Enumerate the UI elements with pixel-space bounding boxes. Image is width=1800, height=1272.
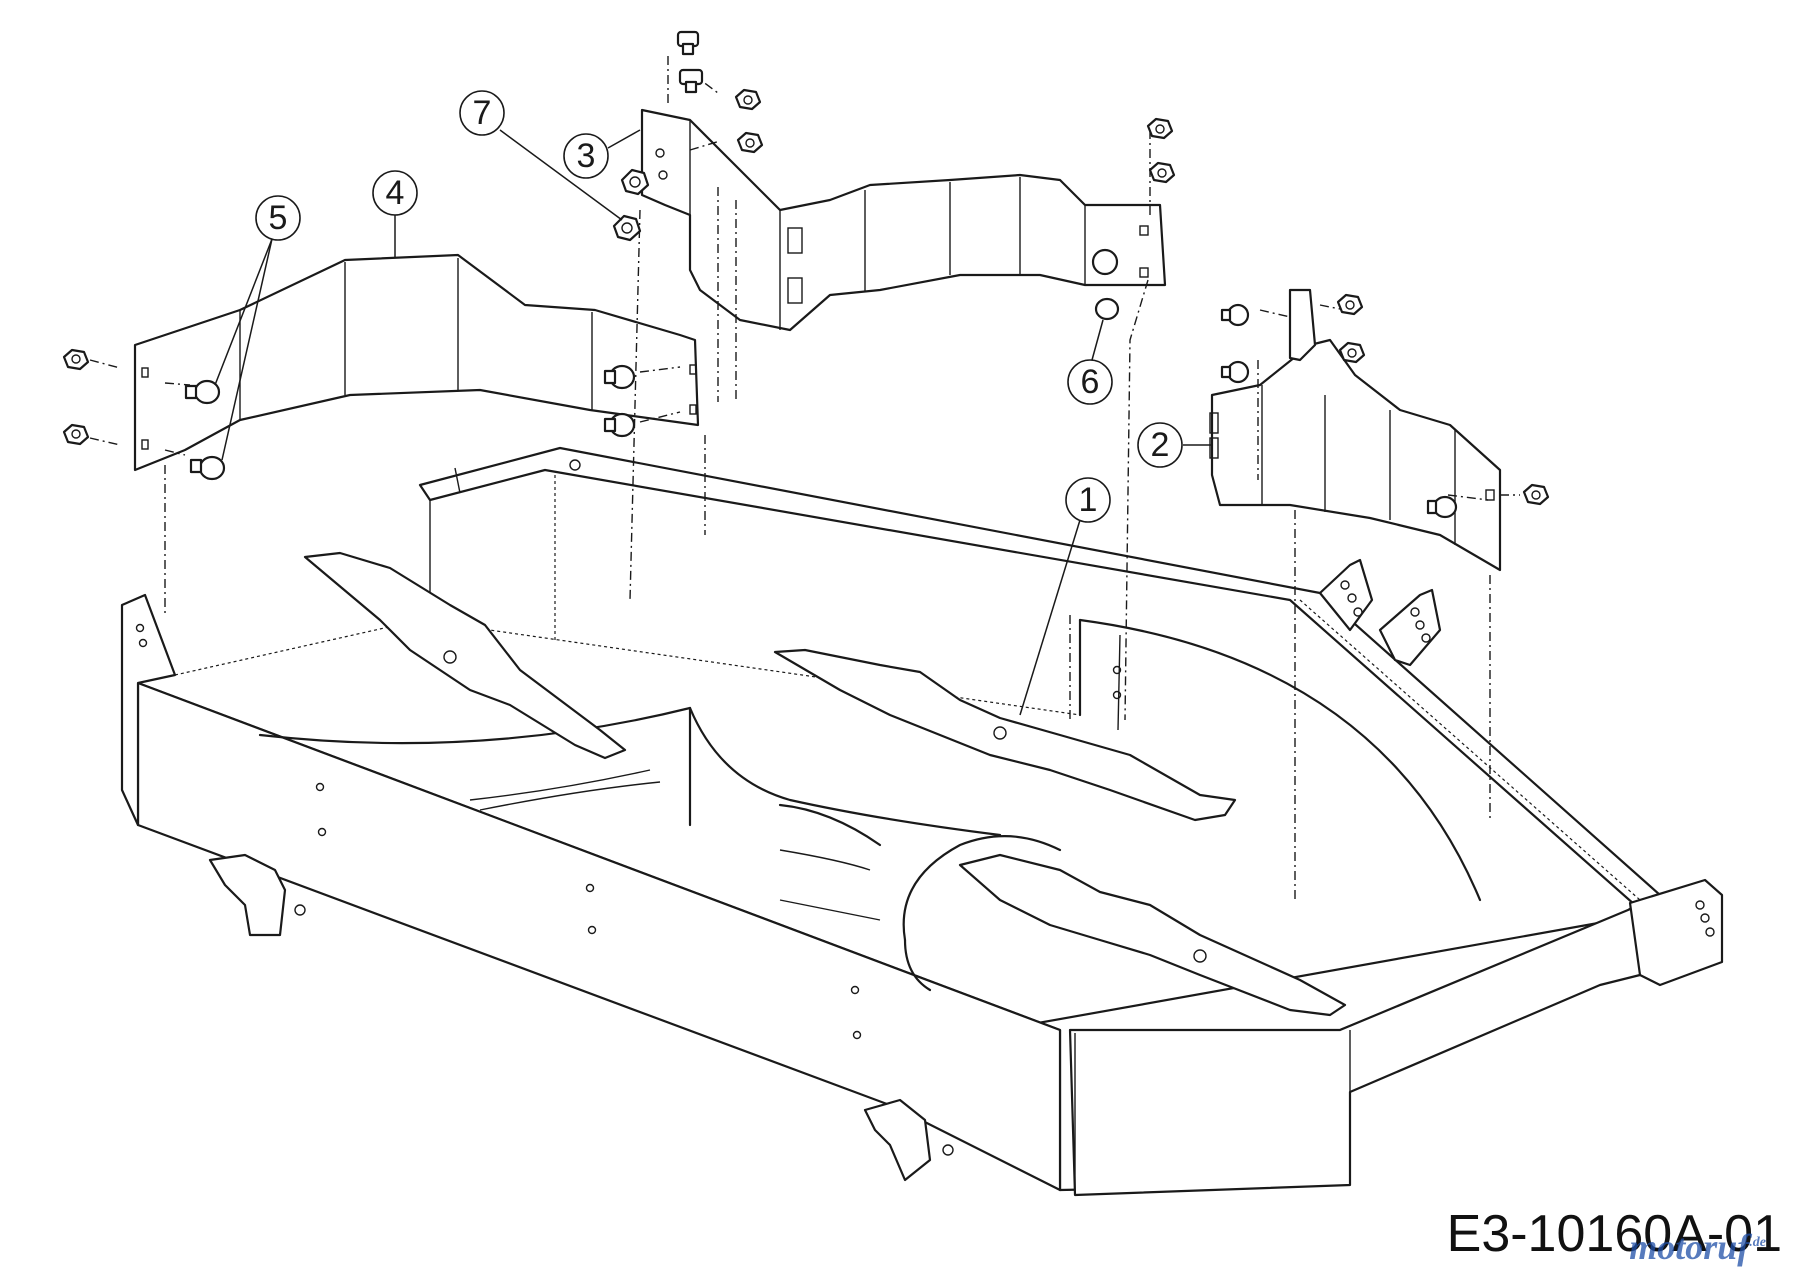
- hex-nut-icon: [612, 214, 642, 242]
- callout-2: 2: [1137, 422, 1212, 468]
- blade-center: [773, 648, 1237, 822]
- callout-3: 3: [563, 129, 641, 179]
- blade-left: [303, 551, 627, 760]
- carriage-bolt-icon: [1094, 297, 1120, 321]
- carriage-bolt-icon: [603, 364, 636, 390]
- callout-7: 7: [459, 90, 623, 221]
- callout-label-7: 7: [473, 94, 492, 132]
- hex-nut-icon: [1146, 117, 1174, 140]
- blade-right: [958, 853, 1347, 1017]
- watermark-text: motoruf: [1629, 1227, 1750, 1267]
- callout-1: 1: [1019, 477, 1111, 716]
- callout-label-1: 1: [1079, 481, 1098, 519]
- carriage-bolt-icon: [1220, 360, 1250, 384]
- callout-label-2: 2: [1151, 426, 1170, 464]
- watermark-suffix: .de: [1749, 1235, 1766, 1250]
- hex-nut-icon: [1148, 161, 1176, 184]
- carriage-bolt-icon: [603, 412, 636, 438]
- carriage-bolt-icon: [1220, 303, 1250, 327]
- mower-deck-housing: [120, 446, 1724, 1197]
- hex-nut-icon: [1338, 341, 1366, 364]
- hex-nut-icon: [62, 348, 90, 371]
- carriage-bolt-icon: [189, 455, 226, 481]
- callout-label-6: 6: [1081, 363, 1100, 401]
- callout-5: 5: [214, 195, 301, 461]
- fasteners: [62, 30, 1550, 519]
- hex-nut-icon: [736, 131, 764, 154]
- callout-label-4: 4: [386, 174, 405, 212]
- hex-nut-icon: [1522, 483, 1550, 506]
- hex-nut-icon: [1336, 293, 1364, 316]
- hex-nut-icon: [620, 168, 650, 196]
- bolt-icon: [676, 30, 700, 56]
- hex-nut-icon: [734, 88, 762, 111]
- drawing-code: E3-10160A-01: [1446, 1205, 1782, 1263]
- callout-6: 6: [1067, 319, 1113, 405]
- belt-cover-part-3: [629, 56, 1167, 721]
- belt-cover-part-4: [89, 253, 706, 615]
- carriage-bolt-icon: [1426, 495, 1458, 519]
- bolt-icon: [678, 68, 704, 94]
- callout-label-3: 3: [577, 137, 596, 175]
- hex-nut-icon: [62, 423, 90, 446]
- callout-label-5: 5: [269, 199, 288, 237]
- watermark-logo: motoruf.de: [1629, 1226, 1766, 1268]
- carriage-bolt-icon: [184, 379, 221, 405]
- callout-4: 4: [372, 170, 418, 258]
